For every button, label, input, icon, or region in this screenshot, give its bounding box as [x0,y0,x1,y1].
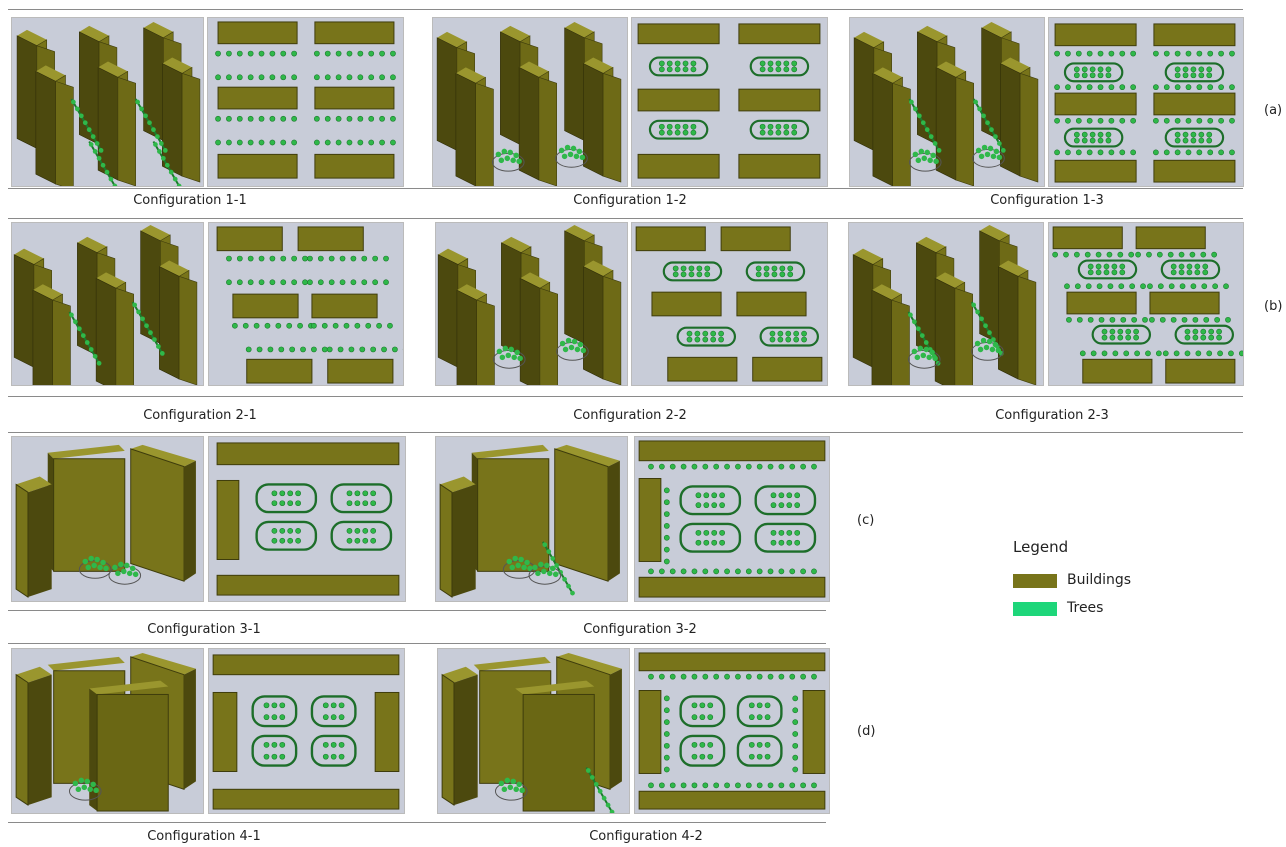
perspective-illustration [853,21,1039,186]
legend-swatch-trees [1013,602,1057,616]
caption-configuration-2-2: Configuration 2-2 [573,408,687,423]
plan-illustration [208,21,403,179]
perspective-illustration [13,224,198,385]
caption-configuration-1-1: Configuration 1-1 [133,193,247,208]
perspective-view-4-1 [11,648,204,814]
perspective-illustration [852,224,1037,385]
row-label-a: (a) [1264,103,1283,118]
legend-label-trees: Trees [1067,600,1104,616]
caption-configuration-4-2: Configuration 4-2 [589,829,703,844]
plan-view-1-2 [631,17,828,187]
perspective-illustration [439,444,620,598]
plan-illustration [637,23,821,179]
plan-view-3-2 [634,436,830,602]
caption-configuration-1-2: Configuration 1-2 [573,193,687,208]
plan-illustration [1049,23,1236,183]
divider [8,218,1243,219]
perspective-view-2-2 [435,222,628,386]
plan-view-2-1 [208,222,404,386]
caption-configuration-1-3: Configuration 1-3 [990,193,1104,208]
divider [8,643,826,644]
plan-illustration [1049,226,1243,384]
perspective-view-4-2 [437,648,630,814]
perspective-view-1-2 [432,17,628,187]
divider [8,396,1243,397]
perspective-illustration [436,21,622,186]
plan-illustration [635,226,823,382]
divider [8,9,1243,10]
perspective-illustration [437,224,622,385]
perspective-view-3-1 [11,436,204,602]
row-label-b: (b) [1264,299,1283,314]
perspective-illustration [15,444,196,598]
perspective-view-1-3 [849,17,1045,187]
legend-label-buildings: Buildings [1067,572,1132,588]
perspective-view-2-1 [11,222,204,386]
plan-illustration [216,226,403,384]
row-label-c: (c) [857,513,875,528]
perspective-illustration [441,652,622,813]
plan-illustration [638,440,826,598]
perspective-illustration [15,652,196,812]
plan-view-2-3 [1048,222,1244,386]
plan-illustration [212,654,400,810]
perspective-illustration [16,21,201,186]
caption-configuration-3-2: Configuration 3-2 [583,622,697,637]
plan-illustration [638,652,826,810]
plan-view-4-1 [208,648,405,814]
plan-view-4-2 [634,648,830,814]
plan-view-1-3 [1048,17,1244,187]
legend-swatch-buildings [1013,574,1057,588]
divider [8,610,826,611]
row-label-d: (d) [857,724,876,739]
caption-configuration-4-1: Configuration 4-1 [147,829,261,844]
plan-view-2-2 [631,222,828,386]
perspective-view-3-2 [435,436,628,602]
divider [8,188,1243,189]
plan-view-1-1 [207,17,404,187]
plan-view-3-1 [208,436,406,602]
divider [8,432,1243,433]
caption-configuration-3-1: Configuration 3-1 [147,622,261,637]
legend-title: Legend [1013,538,1069,556]
caption-configuration-2-3: Configuration 2-3 [995,408,1109,423]
divider [8,822,826,823]
perspective-view-1-1 [11,17,204,187]
caption-configuration-2-1: Configuration 2-1 [143,408,257,423]
perspective-view-2-3 [848,222,1044,386]
plan-illustration [216,442,400,596]
